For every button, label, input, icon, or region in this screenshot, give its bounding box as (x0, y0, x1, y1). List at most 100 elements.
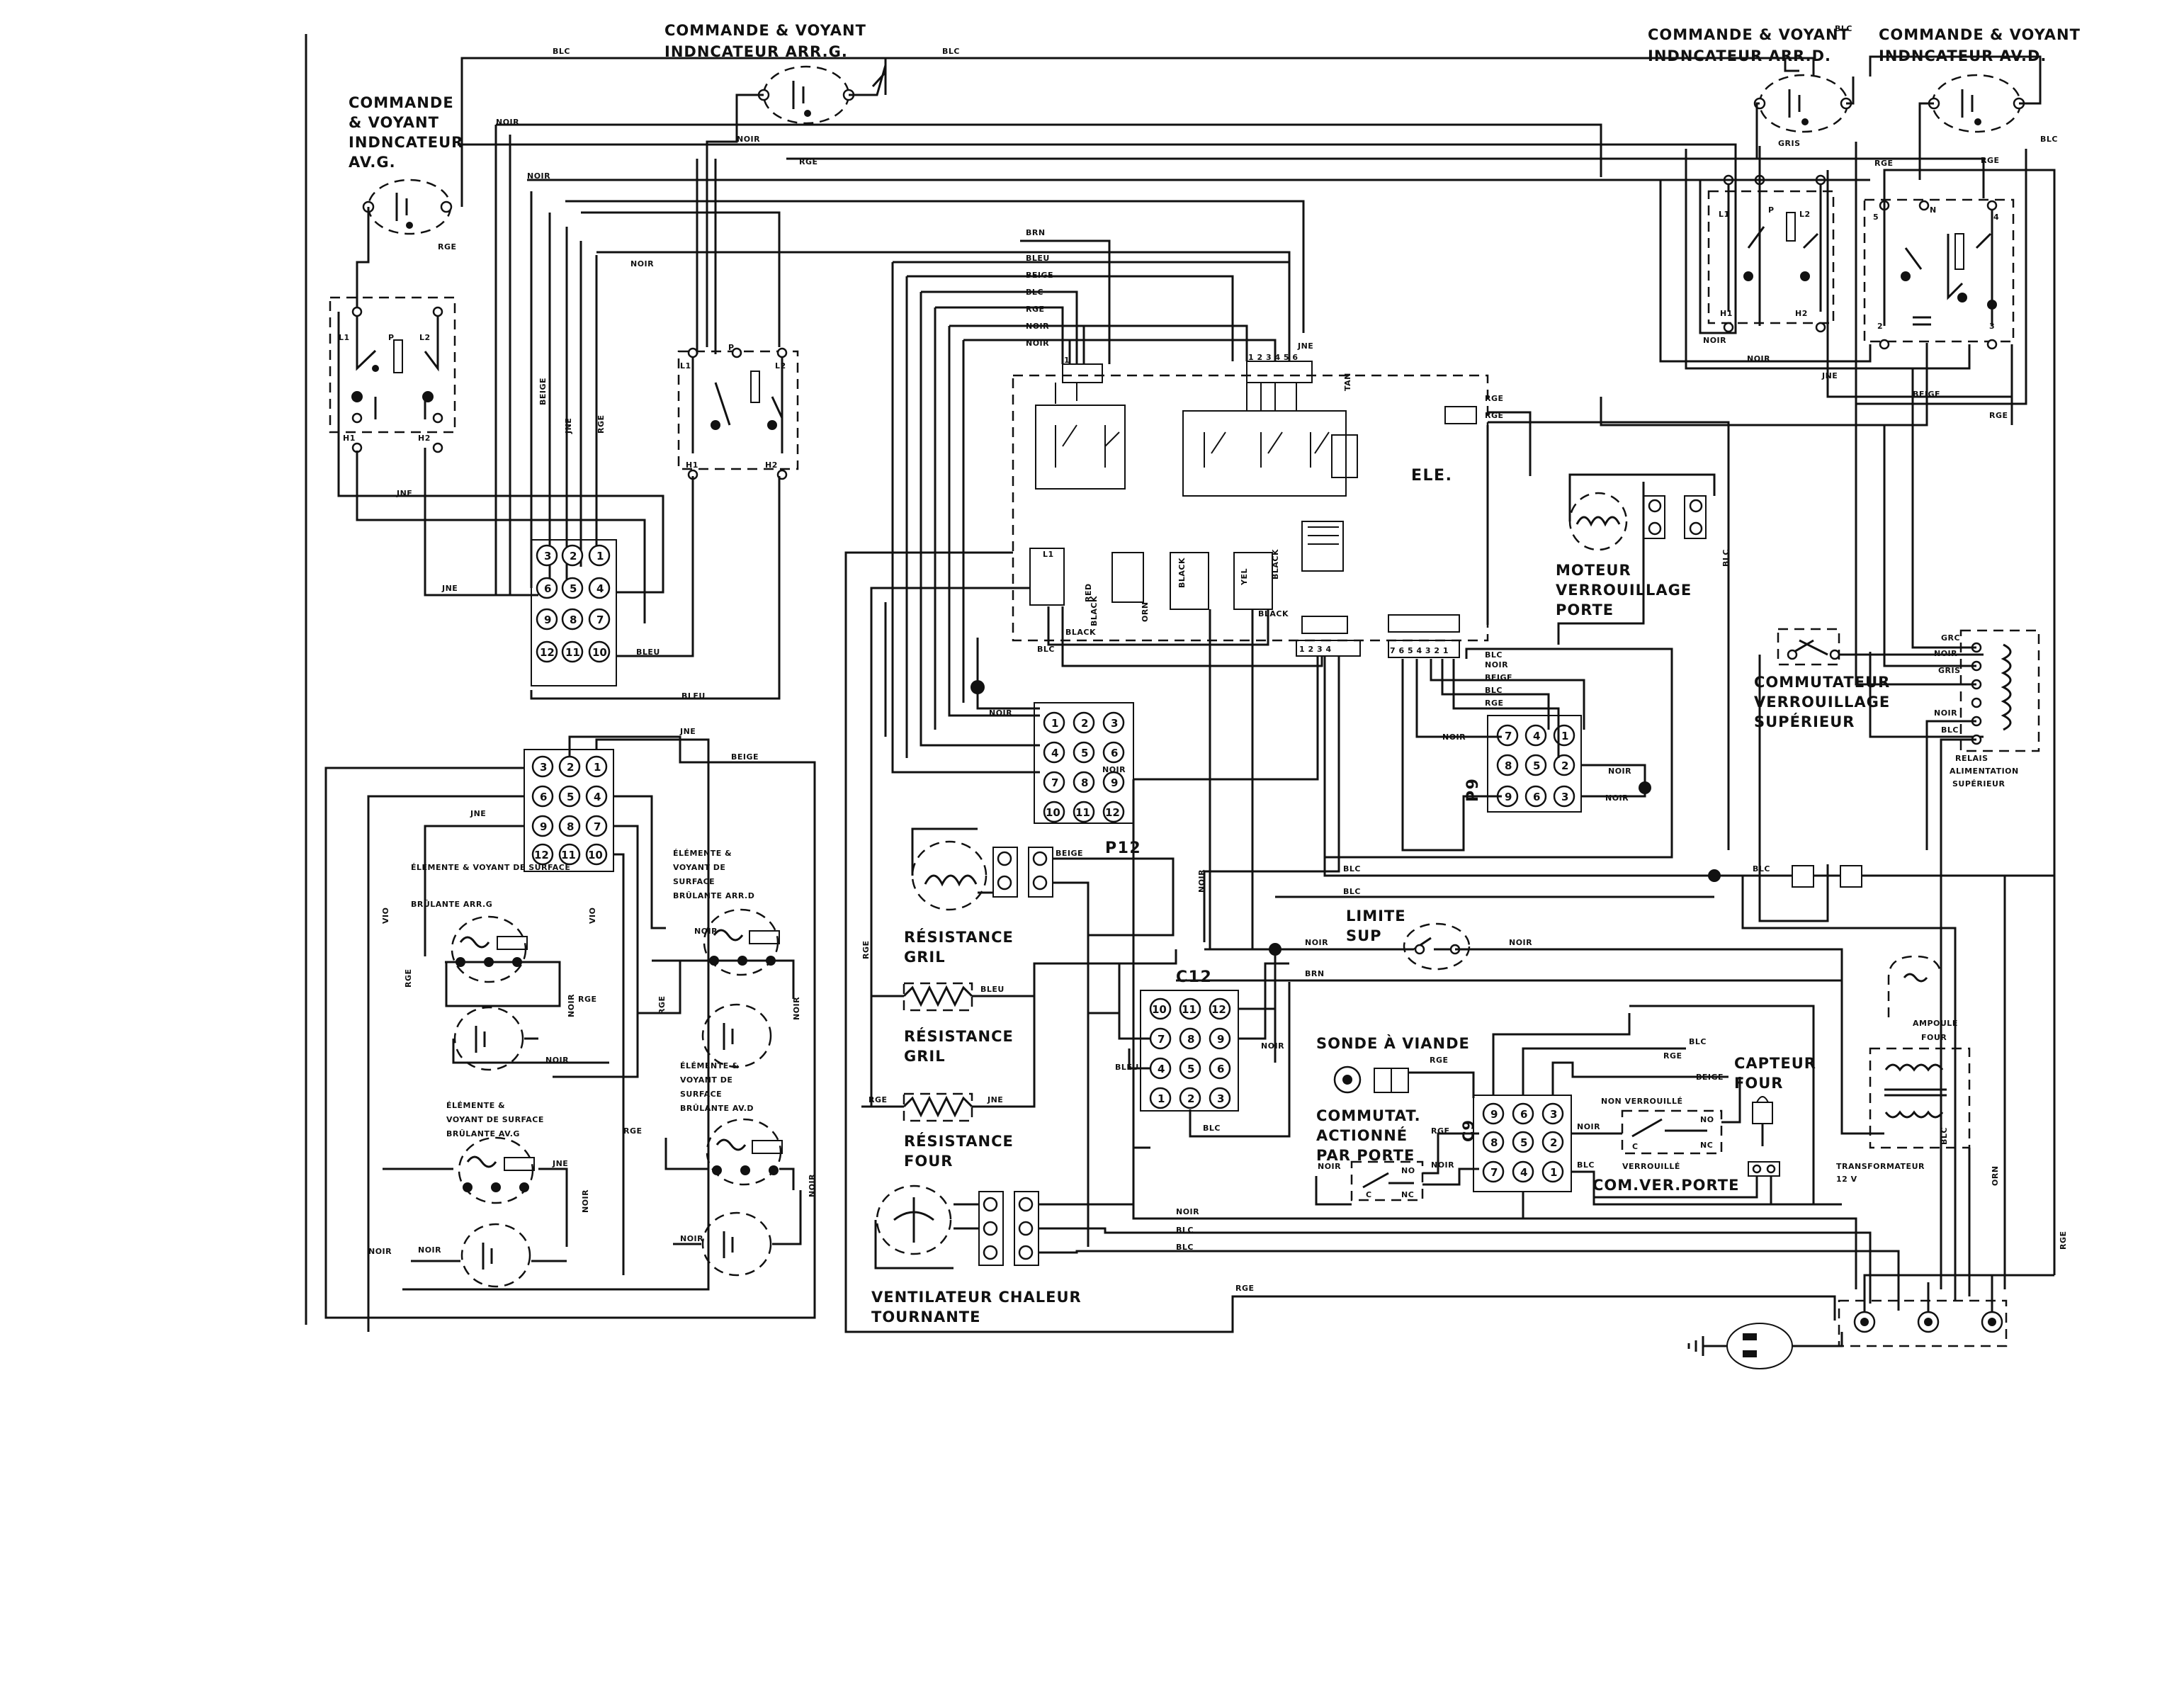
svg-text:10: 10 (588, 849, 603, 861)
svg-text:BLC: BLC (1721, 549, 1731, 567)
meat-probe-block: SONDE À VIANDE RGE COMMUTAT. ACTIONNÉ PA… (1315, 1034, 1479, 1206)
svg-text:6: 6 (1520, 1108, 1527, 1121)
svg-text:JNE: JNE (1821, 371, 1838, 380)
svg-text:BLC: BLC (553, 47, 570, 56)
svg-text:NOIR: NOIR (1026, 339, 1049, 348)
control-av-d: COMMANDE & VOYANT INDNCATEUR AV.D. 5N4 2… (1863, 26, 2080, 350)
svg-text:7: 7 (1051, 776, 1058, 789)
svg-text:RGE: RGE (2059, 1231, 2068, 1250)
svg-text:BLC: BLC (1689, 1037, 1707, 1046)
svg-text:9: 9 (1505, 791, 1512, 803)
svg-text:BLC: BLC (2040, 135, 2058, 144)
connector-upper-left: 3 2 1 6 5 4 9 8 7 12 11 10 BEIGE JNE RGE… (337, 312, 781, 701)
svg-text:NOIR: NOIR (545, 1056, 569, 1065)
svg-text:NOIR: NOIR (368, 1247, 392, 1256)
svg-text:RGE: RGE (1989, 411, 2008, 420)
label-cmd-av-g-3: INDNCATEUR (349, 134, 463, 151)
label-commutateur-3: SUPÉRIEUR (1754, 713, 1855, 730)
svg-text:YEL: YEL (1240, 568, 1249, 586)
wire-ele-to-p12: BRN BLEU BEIGE BLC RGE NOIR NOIR BLC NOI… (844, 228, 1836, 1333)
connector-lower-left: 3 2 1 6 5 4 9 8 7 12 11 10 JNE BEIGE JNE… (324, 727, 816, 1332)
label-verrouille: VERROUILLÉ (1622, 1162, 1680, 1171)
svg-text:NOIR: NOIR (1305, 938, 1328, 947)
svg-text:11: 11 (1182, 1003, 1196, 1016)
svg-text:3: 3 (1550, 1108, 1557, 1121)
connector-c12: C12 10 11 12 7 8 9 4 5 6 1 2 3 BLEU BLC … (1115, 963, 1291, 1149)
svg-text:2: 2 (1877, 322, 1883, 331)
svg-text:BLC: BLC (1941, 725, 1959, 735)
surface-element-av-g: ÉLÉMENTE & VOYANT DE SURFACE BRÛLANTE AV… (368, 1101, 590, 1288)
svg-text:BLC: BLC (1835, 24, 1852, 33)
svg-text:2: 2 (567, 761, 574, 774)
svg-text:9: 9 (1217, 1033, 1224, 1046)
label-elem-av-g-3: BRÛLANTE AV.G (446, 1129, 520, 1138)
svg-text:RGE: RGE (438, 242, 457, 251)
label-c12: C12 (1176, 968, 1212, 986)
svg-text:BLEU: BLEU (980, 985, 1005, 994)
svg-text:BLACK: BLACK (1271, 549, 1280, 580)
svg-text:RGE: RGE (1026, 305, 1045, 314)
svg-text:RGE: RGE (657, 995, 667, 1014)
label-transformateur-1: TRANSFORMATEUR (1836, 1162, 1925, 1171)
label-limite-1: LIMITE (1346, 908, 1406, 925)
svg-text:NOIR: NOIR (527, 171, 550, 181)
svg-text:3: 3 (1111, 717, 1118, 730)
svg-text:NOIR: NOIR (989, 708, 1012, 718)
svg-text:9: 9 (1490, 1108, 1498, 1121)
surface-element-arr-g: ÉLÉMENTE & VOYANT DE SURFACE BRÛLANTE AR… (404, 863, 609, 1071)
svg-text:GRC: GRC (1941, 633, 1960, 643)
label-ampoule-2: FOUR (1921, 1033, 1947, 1042)
label-commutateur-1: COMMUTATEUR (1754, 674, 1890, 691)
svg-text:BLACK: BLACK (1090, 596, 1099, 626)
svg-text:1: 1 (1064, 356, 1070, 365)
svg-text:JNE: JNE (987, 1095, 1003, 1104)
wire-bus-mid: BLC BLC BLC (1275, 656, 2054, 1301)
label-elem-av-d-4: BRÛLANTE AV.D (680, 1104, 754, 1113)
svg-text:BEIGE: BEIGE (1696, 1073, 1724, 1082)
svg-text:JNE: JNE (470, 809, 486, 818)
svg-text:12: 12 (534, 849, 549, 861)
svg-text:7: 7 (1505, 730, 1512, 742)
svg-text:H2: H2 (765, 460, 778, 470)
svg-text:NOIR: NOIR (1176, 1207, 1199, 1216)
surface-element-av-d: ÉLÉMENTE & VOYANT DE SURFACE BRÛLANTE AV… (623, 1061, 817, 1277)
svg-text:BRN: BRN (1305, 969, 1325, 978)
label-ventilateur-1: VENTILATEUR CHALEUR (871, 1289, 1082, 1306)
svg-text:RGE: RGE (1485, 394, 1504, 403)
svg-text:1 2 3 4 5 6: 1 2 3 4 5 6 (1248, 353, 1298, 362)
svg-text:9: 9 (544, 614, 551, 626)
svg-text:BLC: BLC (1176, 1226, 1194, 1235)
relay-box-arr-g (677, 350, 799, 470)
svg-text:BEIGE: BEIGE (1026, 271, 1053, 280)
label-elem-arr-d-4: BRÛLANTE ARR.D (673, 891, 754, 900)
svg-text:1: 1 (594, 761, 601, 774)
svg-text:NOIR: NOIR (1318, 1162, 1341, 1171)
svg-text:NOIR: NOIR (1934, 708, 1957, 718)
svg-text:8: 8 (567, 820, 574, 833)
svg-text:1: 1 (1051, 717, 1058, 730)
svg-text:BLEU: BLEU (1115, 1063, 1139, 1072)
svg-text:ORN: ORN (1991, 1165, 2000, 1186)
svg-text:7: 7 (594, 820, 601, 833)
svg-text:1 2 3 4: 1 2 3 4 (1299, 645, 1332, 654)
label-cmd-arr-g-1: COMMANDE & VOYANT (664, 22, 866, 39)
label-elem-arr-d-2: VOYANT DE (673, 863, 725, 872)
label-elem-arr-g-1: ÉLÉMENTE & VOYANT DE SURFACE (411, 863, 570, 872)
svg-text:RGE: RGE (861, 940, 871, 959)
svg-text:L2: L2 (419, 333, 431, 342)
label-elem-arr-g-2: BRÛLANTE ARR.G (411, 900, 492, 909)
svg-text:P: P (728, 343, 735, 352)
svg-text:6: 6 (540, 791, 547, 803)
svg-text:6: 6 (1111, 747, 1118, 759)
svg-text:BLEU: BLEU (681, 691, 706, 701)
label-limite-2: SUP (1346, 927, 1382, 944)
label-ampoule-1: AMPOULE (1913, 1019, 1958, 1028)
label-relais-1: RELAIS (1955, 754, 1988, 763)
svg-text:NOIR: NOIR (1608, 767, 1631, 776)
label-ele: ELE. (1411, 467, 1452, 485)
svg-text:BLC: BLC (1485, 686, 1503, 695)
label-resistance-four-2: FOUR (904, 1153, 953, 1170)
svg-text:NOIR: NOIR (581, 1189, 590, 1213)
